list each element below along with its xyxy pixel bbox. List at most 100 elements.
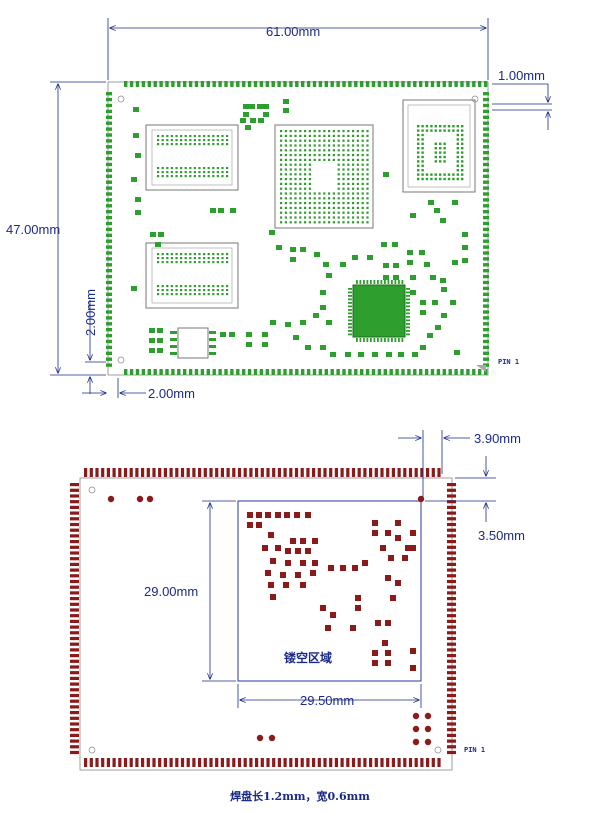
- qfp-lead: [348, 316, 352, 318]
- bga-ball: [299, 163, 302, 166]
- edge-pad: [180, 758, 185, 767]
- bga-ball: [193, 261, 196, 264]
- bga-ball: [328, 192, 331, 195]
- bga-ball: [361, 149, 364, 152]
- edge-pad: [212, 369, 216, 375]
- bga-ball: [304, 158, 307, 161]
- edge-pad: [169, 468, 173, 477]
- bga-ball: [323, 154, 326, 157]
- smd-pad: [310, 570, 316, 576]
- bga-ball: [216, 293, 219, 296]
- edge-pad: [194, 369, 199, 375]
- edge-pad: [342, 369, 346, 375]
- bga-ball: [207, 257, 210, 260]
- soic-lead: [170, 345, 177, 348]
- bga-ball: [328, 158, 331, 161]
- edge-pad: [101, 758, 105, 767]
- bga-ball: [198, 253, 201, 256]
- qfp-lead: [348, 309, 352, 311]
- bga-ball: [361, 173, 364, 176]
- bga-ball: [323, 221, 326, 224]
- edge-pad: [289, 81, 293, 87]
- edge-pad: [483, 168, 489, 173]
- smd-pad: [362, 560, 368, 566]
- edge-pad: [135, 81, 140, 87]
- bga-ball: [337, 149, 340, 152]
- bga-ball: [175, 143, 178, 146]
- edge-pad: [301, 81, 305, 87]
- edge-pad: [369, 468, 373, 477]
- bga-ball: [323, 158, 326, 161]
- bga-ball: [332, 139, 335, 142]
- bga-ball: [294, 144, 297, 147]
- via-pad: [424, 712, 432, 720]
- bga-ball: [161, 293, 164, 296]
- bga-ball: [356, 134, 359, 137]
- bga-ball: [337, 202, 340, 205]
- smd-pad: [135, 153, 141, 158]
- smd-pad: [340, 565, 346, 571]
- bga-ball: [299, 139, 302, 142]
- bga-ball: [207, 253, 210, 256]
- bga-ball: [332, 221, 335, 224]
- bga-ball: [332, 206, 335, 209]
- edge-pad: [192, 758, 196, 767]
- edge-pad: [188, 81, 193, 87]
- edge-pad: [447, 728, 456, 732]
- bga-ball: [207, 175, 210, 178]
- edge-pad: [447, 750, 456, 755]
- smd-pad: [326, 273, 332, 278]
- bga-ball: [328, 202, 331, 205]
- smd-pad: [380, 545, 386, 551]
- bga-ball: [356, 197, 359, 200]
- bga-ball: [456, 129, 459, 132]
- edge-pad: [230, 369, 234, 375]
- bga-ball: [203, 139, 206, 142]
- edge-pad: [483, 162, 489, 167]
- edge-pad: [483, 174, 489, 178]
- edge-pad: [70, 705, 79, 709]
- qfp-lead: [406, 316, 410, 318]
- bga-ball: [352, 182, 355, 185]
- bga-ball: [289, 206, 292, 209]
- bga-ball: [157, 257, 160, 260]
- edge-pad: [386, 468, 390, 477]
- bga-ball: [439, 129, 442, 132]
- smd-pad: [450, 300, 456, 305]
- qfp-lead: [348, 330, 352, 332]
- bga-ball: [323, 206, 326, 209]
- bga-ball: [439, 142, 442, 145]
- bga-ball: [417, 125, 420, 128]
- qfp-lead: [356, 338, 358, 342]
- edge-pad: [70, 517, 79, 521]
- bga-ball: [352, 158, 355, 161]
- bga-ball: [226, 293, 229, 296]
- edge-pad: [483, 81, 488, 87]
- edge-pad: [70, 540, 79, 544]
- smd-pad: [157, 338, 163, 343]
- smd-pad: [410, 213, 416, 218]
- edge-pad: [295, 81, 299, 87]
- edge-pad: [106, 127, 112, 131]
- width-dimension-label: 61.00mm: [266, 24, 320, 39]
- bga-ball: [175, 171, 178, 174]
- smd-pad: [454, 350, 460, 355]
- bga-ball: [216, 257, 219, 260]
- qfp-chip: [352, 284, 406, 338]
- edge-pad: [70, 562, 79, 566]
- edge-pad: [447, 676, 456, 680]
- bga-ball: [203, 261, 206, 264]
- bga-ball: [304, 216, 307, 219]
- edge-pad: [70, 728, 79, 732]
- smd-pad: [340, 262, 346, 267]
- edge-pad: [70, 688, 79, 692]
- edge-pad: [374, 758, 378, 767]
- bga-ball: [175, 135, 178, 138]
- bga-ball: [184, 175, 187, 178]
- smd-pad: [435, 325, 441, 330]
- edge-pad: [146, 468, 150, 477]
- bga-ball: [294, 168, 297, 171]
- smd-pad: [275, 512, 281, 518]
- smd-pad: [420, 300, 426, 305]
- edge-pad: [351, 758, 356, 767]
